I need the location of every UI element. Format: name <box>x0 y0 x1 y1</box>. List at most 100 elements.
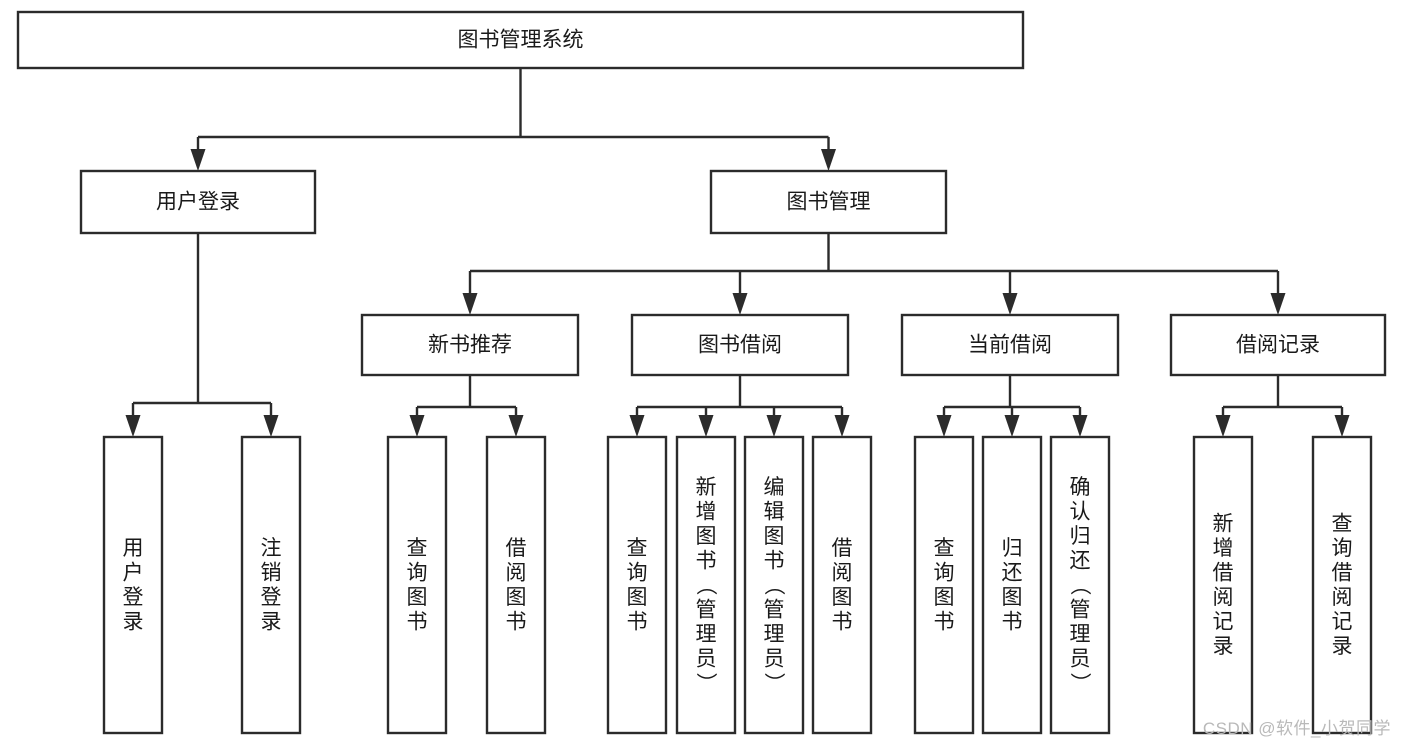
node-label-char: 管 <box>1070 598 1091 621</box>
node-bookmgmt[interactable]: 图书管理 <box>709 169 948 235</box>
node-label: 用户登录 <box>156 191 240 214</box>
node-box <box>240 435 302 735</box>
node-records[interactable]: 借阅记录 <box>1169 313 1387 377</box>
connector-arrowhead <box>821 149 836 171</box>
connector-arrowhead <box>190 149 206 171</box>
node-label-char: 图 <box>407 586 428 609</box>
node-box <box>900 313 1120 377</box>
node-leaf-user-login[interactable]: 用户登录 <box>102 435 164 735</box>
node-newbook[interactable]: 新书推荐 <box>360 313 580 377</box>
connector-arrowhead <box>1002 293 1018 315</box>
node-label-char: 登 <box>261 586 282 609</box>
node-label-char: 阅 <box>832 562 853 585</box>
node-label-char: ） <box>694 672 717 693</box>
node-label-char: 增 <box>696 500 717 523</box>
connector-arrowhead <box>834 415 850 437</box>
node-login[interactable]: 用户登录 <box>79 169 317 235</box>
node-box <box>386 435 448 735</box>
node-label-char: 图 <box>696 525 717 548</box>
node-label-char: 理 <box>1070 623 1091 646</box>
node-label-char: （ <box>694 574 717 595</box>
connector-arrowhead <box>1072 415 1088 437</box>
node-box <box>360 313 580 377</box>
node-label-char: 借 <box>832 537 853 560</box>
node-label-char: 新 <box>696 476 717 499</box>
connector-arrowhead <box>698 415 714 437</box>
node-label-char: 询 <box>1332 537 1353 560</box>
node-layer: 图书管理系统用户登录图书管理新书推荐图书借阅当前借阅借阅记录用户登录注销登录查询… <box>16 10 1387 735</box>
node-label-char: 注 <box>261 537 282 560</box>
node-box <box>675 435 737 735</box>
node-root[interactable]: 图书管理系统 <box>16 10 1025 70</box>
connector-arrowhead <box>629 415 645 437</box>
connector-arrowhead <box>409 415 425 437</box>
node-label-char: 书 <box>407 611 428 634</box>
node-box <box>1049 435 1111 735</box>
connector-arrowhead <box>936 415 952 437</box>
node-box <box>743 435 805 735</box>
node-label-char: 图 <box>1002 586 1023 609</box>
node-label-char: 登 <box>123 586 144 609</box>
connector-arrowhead <box>263 415 279 437</box>
node-box <box>1169 313 1387 377</box>
node-box <box>981 435 1043 735</box>
node-label-char: 借 <box>1332 562 1353 585</box>
node-label-char: 记 <box>1213 611 1234 634</box>
node-label-char: 辑 <box>764 500 785 523</box>
node-label-char: 管 <box>764 598 785 621</box>
node-label-char: 阅 <box>1213 586 1234 609</box>
node-label: 借阅记录 <box>1236 334 1320 357</box>
node-box <box>16 10 1025 70</box>
connector-arrowhead <box>766 415 782 437</box>
node-label-char: 书 <box>764 549 785 572</box>
node-label-char: 查 <box>1332 513 1353 536</box>
node-label-char: 用 <box>123 537 144 560</box>
node-label-char: 询 <box>627 562 648 585</box>
node-label-char: 查 <box>934 537 955 560</box>
node-label-char: 认 <box>1070 500 1091 523</box>
node-label-char: 询 <box>407 562 428 585</box>
node-label-char: 销 <box>261 562 282 585</box>
node-current[interactable]: 当前借阅 <box>900 313 1120 377</box>
node-label-char: 录 <box>1332 635 1353 658</box>
node-label: 图书管理系统 <box>458 29 584 52</box>
connector-arrowhead <box>462 293 478 315</box>
node-label-char: 归 <box>1002 537 1023 560</box>
connector-arrowhead <box>1334 415 1350 437</box>
node-label-char: 确 <box>1070 476 1091 499</box>
node-label: 图书管理 <box>787 191 871 214</box>
node-label-char: 户 <box>123 562 144 585</box>
node-label-char: 阅 <box>506 562 527 585</box>
node-box <box>485 435 547 735</box>
node-label-char: ） <box>1068 672 1091 693</box>
node-label-char: 图 <box>832 586 853 609</box>
node-label-char: 图 <box>506 586 527 609</box>
node-borrow[interactable]: 图书借阅 <box>630 313 850 377</box>
node-label-char: 编 <box>764 476 785 499</box>
node-label-char: 书 <box>934 611 955 634</box>
node-label-char: 录 <box>123 611 144 634</box>
node-label-char: 新 <box>1213 513 1234 536</box>
node-label-char: 理 <box>696 623 717 646</box>
node-label-char: 还 <box>1002 562 1023 585</box>
node-label-char: （ <box>1068 574 1091 595</box>
node-label-char: 图 <box>764 525 785 548</box>
node-label-char: 书 <box>1002 611 1023 634</box>
connector-layer <box>125 68 1350 437</box>
node-label-char: 查 <box>407 537 428 560</box>
node-label-char: 书 <box>696 549 717 572</box>
node-label-char: 查 <box>627 537 648 560</box>
